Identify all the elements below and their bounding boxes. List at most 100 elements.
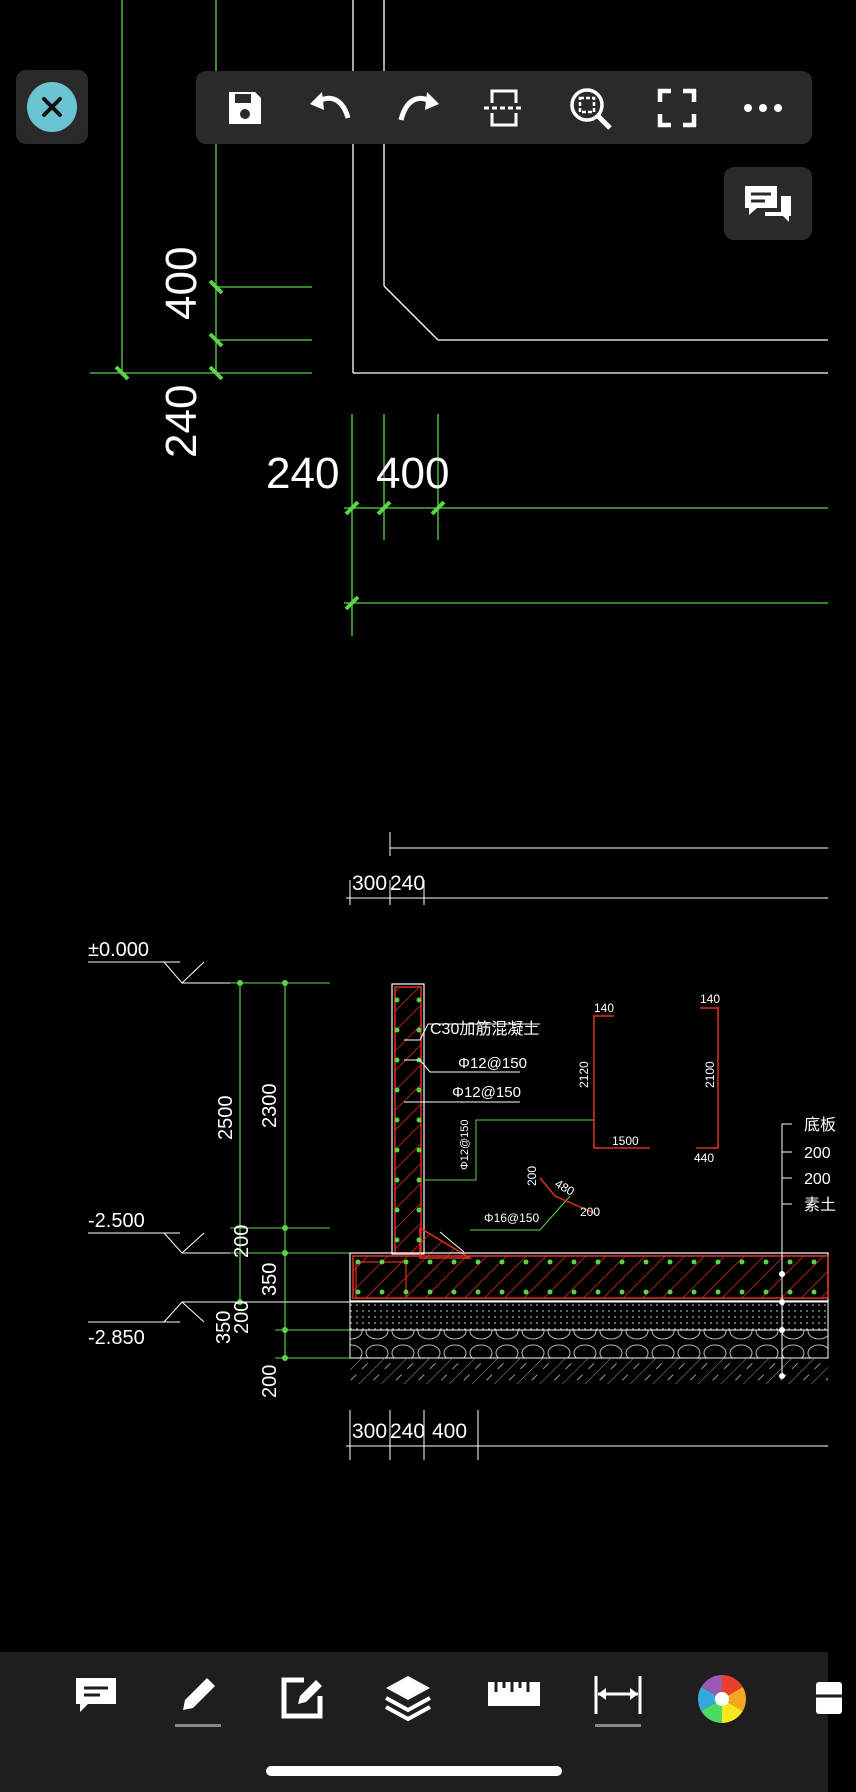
rebar-dot bbox=[571, 1259, 577, 1265]
cad-drawing-canvas[interactable]: 400 240 240 400 bbox=[0, 0, 836, 1792]
dim-2500: 2500 bbox=[215, 1096, 237, 1141]
rebar-dot bbox=[499, 1259, 505, 1265]
rebar-dot bbox=[451, 1259, 457, 1265]
dim-350-b: 350 bbox=[213, 1311, 235, 1344]
top-toolbar bbox=[196, 71, 812, 144]
detail-2120: 2120 bbox=[577, 1061, 591, 1088]
rebar-dot bbox=[475, 1289, 481, 1295]
rebar-dot bbox=[547, 1259, 553, 1265]
color-tool-button[interactable] bbox=[690, 1674, 754, 1744]
dim-240-horizontal: 240 bbox=[266, 449, 339, 498]
label-concrete: C30加筋混凝土 bbox=[430, 1020, 539, 1038]
plan-dimension-labels: 400 240 240 400 bbox=[157, 247, 449, 498]
level-0: ±0.000 bbox=[88, 939, 149, 961]
dim-200-b: 200 bbox=[231, 1301, 253, 1334]
rebar-dot bbox=[523, 1259, 529, 1265]
rebar-dot bbox=[763, 1259, 769, 1265]
dim-240-bottom: 240 bbox=[390, 1420, 425, 1443]
rebar-dot bbox=[379, 1289, 385, 1295]
dim-300-bottom: 300 bbox=[352, 1420, 387, 1443]
comments-icon bbox=[745, 185, 791, 222]
detail-480: 480 bbox=[553, 1176, 578, 1198]
detail-140-a: 140 bbox=[594, 1001, 614, 1015]
rebar-dot bbox=[643, 1259, 649, 1265]
dim-400-vertical: 400 bbox=[157, 247, 206, 320]
home-indicator[interactable] bbox=[266, 1766, 562, 1776]
rebar-dot bbox=[427, 1289, 433, 1295]
rebar-dot bbox=[763, 1289, 769, 1295]
rebar-dot bbox=[403, 1259, 409, 1265]
rebar-dot bbox=[595, 1259, 601, 1265]
right-text-3: 200 bbox=[804, 1171, 831, 1188]
rebar-dot bbox=[715, 1289, 721, 1295]
redo-button[interactable] bbox=[389, 79, 447, 137]
rebar-dot bbox=[619, 1259, 625, 1265]
fullscreen-icon bbox=[657, 88, 696, 127]
dim-240-vertical: 240 bbox=[157, 385, 206, 458]
dim-400-horizontal: 400 bbox=[376, 449, 449, 498]
toolbox-icon bbox=[816, 1682, 842, 1714]
rebar-dot bbox=[643, 1289, 649, 1295]
label-rebar-4: Φ16@150 bbox=[484, 1211, 539, 1225]
edit-tool-button[interactable] bbox=[270, 1674, 334, 1744]
dim-400-bottom: 400 bbox=[432, 1420, 467, 1443]
measure-tool-button[interactable] bbox=[482, 1674, 546, 1744]
rebar-dot bbox=[403, 1289, 409, 1295]
toolbox-tool-button[interactable] bbox=[792, 1674, 856, 1744]
section-labels: 300 240 ±0.000 -2.500 -2.850 2500 2300 2… bbox=[88, 872, 836, 1443]
comments-panel-button[interactable] bbox=[724, 167, 812, 240]
right-text-1: 底板 bbox=[804, 1116, 836, 1134]
close-button[interactable] bbox=[16, 70, 88, 144]
more-icon bbox=[743, 103, 782, 112]
split-view-icon bbox=[483, 89, 524, 126]
rebar-dot bbox=[475, 1259, 481, 1265]
rebar-dot bbox=[355, 1289, 361, 1295]
rebar-dot bbox=[499, 1289, 505, 1295]
right-text-4: 素土 bbox=[804, 1196, 836, 1214]
comment-tool-button[interactable] bbox=[64, 1674, 128, 1744]
save-icon bbox=[229, 91, 262, 124]
draw-underline bbox=[175, 1724, 221, 1727]
undo-button[interactable] bbox=[302, 79, 360, 137]
split-view-button[interactable] bbox=[475, 79, 533, 137]
detail-140-b: 140 bbox=[700, 992, 720, 1006]
layers-tool-button[interactable] bbox=[376, 1674, 440, 1744]
plan-view bbox=[90, 0, 828, 636]
rebar-dot bbox=[619, 1289, 625, 1295]
rebar-dot bbox=[523, 1289, 529, 1295]
draw-tool-button[interactable] bbox=[166, 1674, 230, 1744]
detail-200: 200 bbox=[525, 1166, 539, 1186]
rebar-dot bbox=[811, 1289, 817, 1295]
pencil-icon bbox=[183, 1678, 215, 1710]
rebar-dot bbox=[355, 1259, 361, 1265]
rebar-dot bbox=[691, 1259, 697, 1265]
save-button[interactable] bbox=[216, 79, 274, 137]
redo-icon bbox=[398, 91, 439, 121]
rebar-dot bbox=[379, 1259, 385, 1265]
dimension-underline bbox=[595, 1724, 641, 1727]
dimension-tool-button[interactable] bbox=[586, 1674, 650, 1744]
rebar-dot bbox=[787, 1289, 793, 1295]
comment-icon bbox=[76, 1678, 116, 1712]
detail-440: 440 bbox=[694, 1151, 714, 1165]
dim-200-a: 200 bbox=[231, 1225, 253, 1258]
rebar-dot bbox=[571, 1289, 577, 1295]
level-m2850: -2.850 bbox=[88, 1327, 145, 1349]
level-m2500: -2.500 bbox=[88, 1210, 145, 1232]
rebar-dot bbox=[547, 1289, 553, 1295]
zoom-window-button[interactable] bbox=[561, 79, 619, 137]
layers-icon bbox=[385, 1676, 431, 1722]
rebar-dot bbox=[667, 1289, 673, 1295]
label-rebar-3: Φ12@150 bbox=[459, 1119, 471, 1170]
rebar-dot bbox=[739, 1289, 745, 1295]
rebar-dot bbox=[715, 1259, 721, 1265]
more-button[interactable] bbox=[734, 79, 792, 137]
rebar-dot bbox=[667, 1259, 673, 1265]
dim-350-a: 350 bbox=[259, 1263, 281, 1296]
close-icon bbox=[27, 82, 77, 132]
rebar-dot bbox=[451, 1289, 457, 1295]
fullscreen-button[interactable] bbox=[648, 79, 706, 137]
rebar-dot bbox=[787, 1259, 793, 1265]
dimension-icon bbox=[594, 1676, 642, 1714]
dim-300-top: 300 bbox=[352, 872, 387, 895]
